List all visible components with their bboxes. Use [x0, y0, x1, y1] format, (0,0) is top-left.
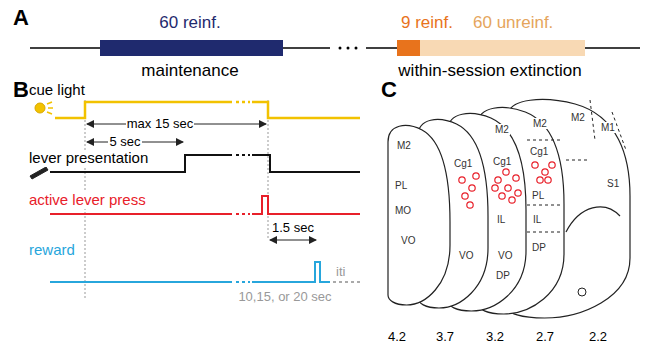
injection-site — [462, 193, 468, 199]
region-label: VO — [400, 235, 416, 246]
bregma-number: 3.2 — [485, 330, 505, 344]
trace-label: lever presentation — [28, 150, 149, 167]
region-label: M2 — [396, 140, 412, 151]
region-label: M2 — [532, 118, 548, 129]
region-label: M1 — [600, 122, 616, 133]
injection-site — [505, 185, 511, 191]
bregma-number: 3.7 — [435, 330, 455, 344]
injection-site — [473, 173, 479, 179]
region-label: Cg1 — [492, 156, 512, 167]
bar-label: 60 unreinf. — [472, 14, 554, 33]
corpus-callosum — [566, 207, 620, 232]
panel-letter: C — [380, 78, 398, 102]
duration-label: 1.5 sec — [271, 221, 315, 235]
region-label: M2 — [570, 112, 586, 123]
injection-site — [503, 169, 509, 175]
region-label: Cg1 — [453, 158, 473, 169]
injection-site — [492, 185, 498, 191]
region-label: Cg1 — [529, 146, 549, 157]
region-label: PL — [394, 180, 408, 191]
coronal-section — [388, 126, 450, 305]
region-label: PL — [531, 190, 545, 201]
duration-label: max 15 sec — [126, 117, 194, 131]
unreinforced-bar — [420, 40, 585, 56]
region-label: M2 — [494, 124, 510, 135]
region-label: VO — [458, 250, 474, 261]
injection-site — [537, 177, 543, 183]
phase-label: maintenance — [140, 62, 239, 81]
region-label: S1 — [606, 178, 620, 189]
phase-label: within-session extinction — [397, 62, 582, 81]
injection-site — [545, 177, 551, 183]
injection-site — [469, 185, 475, 191]
region-label: IL — [496, 214, 506, 225]
timeline — [30, 40, 640, 56]
bregma-number: 2.2 — [588, 330, 608, 344]
bar-label: 9 reinf. — [400, 14, 454, 33]
bregma-number: 2.7 — [535, 330, 555, 344]
trace-label: reward — [28, 242, 76, 259]
maintenance-bar — [100, 40, 283, 56]
trace-label: cue light — [28, 82, 86, 99]
injection-site — [513, 175, 519, 181]
injection-site — [495, 177, 501, 183]
bar-label: 60 reinf. — [158, 14, 221, 33]
reinforced-bar — [397, 40, 420, 56]
region-label: VO — [497, 250, 513, 261]
commissure — [578, 288, 586, 296]
region-border — [527, 140, 562, 232]
region-label: DP — [531, 242, 547, 253]
trace-label: active lever press — [28, 192, 147, 209]
duration-label: 5 sec — [108, 135, 141, 149]
injection-site — [509, 197, 515, 203]
iti-duration: 10,15, or 20 sec — [237, 290, 332, 304]
iti-label: iti — [335, 265, 346, 279]
injection-site — [515, 190, 521, 196]
injection-site — [549, 162, 555, 168]
region-label: MO — [394, 205, 412, 216]
region-label: DP — [495, 270, 511, 281]
bregma-number: 4.2 — [387, 330, 407, 344]
injection-site — [542, 169, 548, 175]
brain-sections — [388, 100, 630, 318]
panel-letter: A — [12, 6, 30, 30]
injection-site — [459, 177, 465, 183]
region-border — [566, 100, 626, 160]
injection-site — [499, 193, 505, 199]
region-label: IL — [532, 214, 542, 225]
injection-site — [467, 202, 473, 208]
injection-site — [532, 162, 538, 168]
